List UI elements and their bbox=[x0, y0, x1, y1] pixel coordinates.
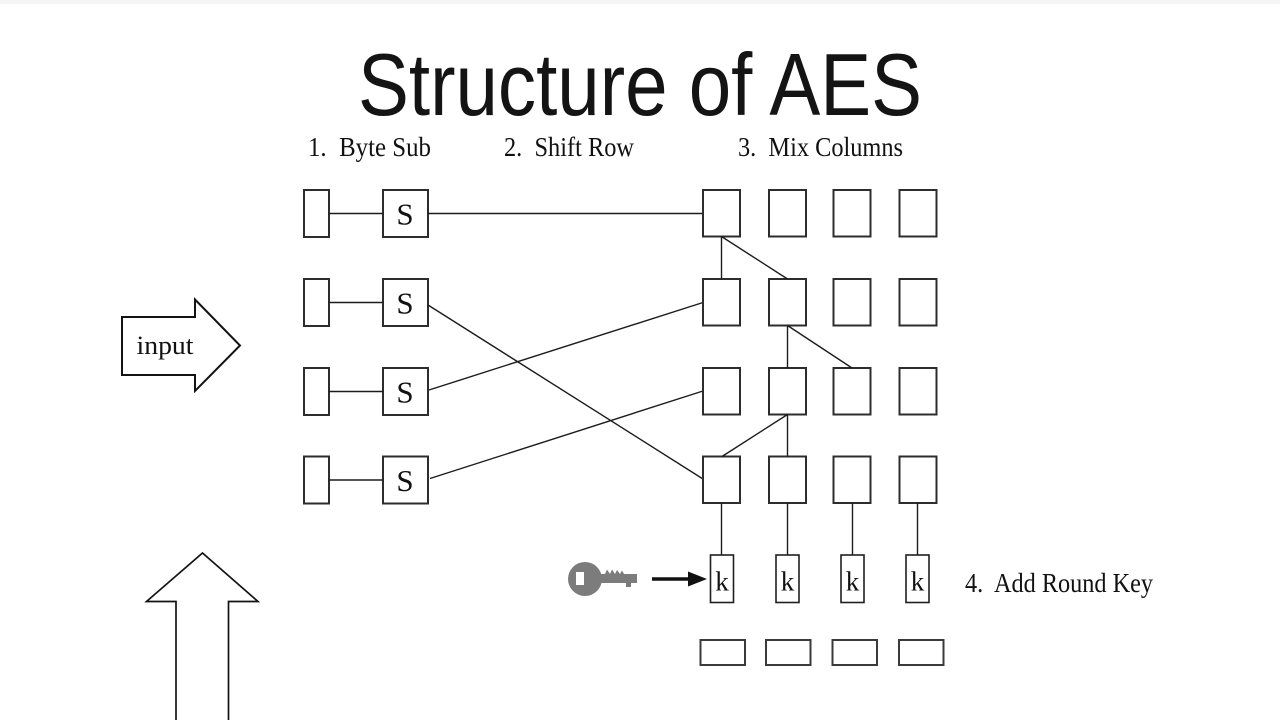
round-key-cell bbox=[840, 554, 865, 604]
s-box-label: S bbox=[396, 286, 413, 321]
input-byte-cell bbox=[303, 455, 330, 505]
state-cell bbox=[898, 455, 938, 504]
input-byte-cell bbox=[303, 189, 330, 238]
output-cell bbox=[898, 639, 945, 666]
connector-line bbox=[721, 235, 788, 280]
input-byte-cell bbox=[303, 367, 330, 416]
round-key-cell bbox=[775, 554, 800, 604]
state-cell bbox=[702, 189, 741, 238]
state-cell bbox=[898, 278, 938, 327]
arrow-right-icon bbox=[652, 571, 707, 587]
round-key-connectors bbox=[720, 503, 919, 555]
s-box-label: S bbox=[396, 463, 413, 498]
output-cell bbox=[765, 639, 812, 666]
input-arrow-label: input bbox=[137, 331, 195, 360]
round-key-cell bbox=[709, 554, 735, 604]
round-key-cells: k k k k bbox=[709, 554, 930, 604]
input-arrow: input bbox=[121, 297, 242, 394]
round-key-label: k bbox=[911, 567, 925, 597]
state-grid bbox=[702, 189, 938, 504]
state-cell bbox=[832, 278, 872, 327]
key-head bbox=[568, 562, 602, 596]
s-box bbox=[382, 278, 429, 327]
output-row bbox=[699, 639, 945, 666]
arrow-head bbox=[688, 571, 707, 587]
arrow-right-outline-icon bbox=[121, 297, 242, 394]
round-key-label: k bbox=[781, 567, 795, 597]
byte-to-sbox-connectors bbox=[329, 212, 383, 481]
key-icon bbox=[568, 562, 637, 596]
mix-columns-connectors bbox=[720, 235, 853, 458]
connector-s2-row4 bbox=[427, 304, 704, 480]
state-cell bbox=[832, 367, 872, 416]
state-cell bbox=[702, 455, 741, 504]
s-box bbox=[382, 455, 429, 505]
connector-line bbox=[787, 324, 853, 369]
step-labels: 1. Byte Sub 2. Shift Row 3. Mix Columns … bbox=[308, 132, 1153, 598]
round-key-label: k bbox=[715, 567, 729, 597]
s-box-label: S bbox=[396, 197, 413, 232]
step-label-byte-sub: 1. Byte Sub bbox=[308, 132, 431, 162]
state-cell bbox=[768, 278, 807, 327]
step-label-mix-columns: 3. Mix Columns bbox=[738, 132, 903, 162]
state-cell bbox=[832, 455, 872, 504]
slide-title: Structure of AES bbox=[358, 35, 922, 134]
round-key-label: k bbox=[846, 567, 860, 597]
state-cell bbox=[898, 189, 938, 238]
output-cell bbox=[831, 639, 878, 666]
input-byte-cell bbox=[303, 278, 330, 327]
state-cell bbox=[702, 367, 741, 416]
top-edge-strip bbox=[0, 0, 1280, 4]
connector-line bbox=[721, 413, 788, 458]
round-key-cell bbox=[905, 554, 930, 604]
connector-s3-row2 bbox=[428, 301, 704, 391]
state-cell bbox=[702, 278, 741, 327]
state-cell bbox=[768, 455, 807, 504]
s-box-label: S bbox=[396, 375, 413, 410]
state-cell bbox=[768, 367, 807, 416]
output-cell bbox=[699, 639, 746, 666]
arrow-up-outline-icon bbox=[144, 551, 261, 720]
state-cell bbox=[898, 367, 938, 416]
step-label-add-round-key: 4. Add Round Key bbox=[965, 568, 1153, 598]
connector-s4-row3 bbox=[429, 390, 704, 480]
shift-row-connectors bbox=[427, 212, 704, 480]
step-label-shift-row: 2. Shift Row bbox=[504, 132, 634, 162]
key-shaft bbox=[597, 569, 637, 587]
state-cell bbox=[832, 189, 872, 238]
state-cell bbox=[768, 189, 807, 238]
byte-sub-stage: S S S S bbox=[303, 189, 429, 505]
